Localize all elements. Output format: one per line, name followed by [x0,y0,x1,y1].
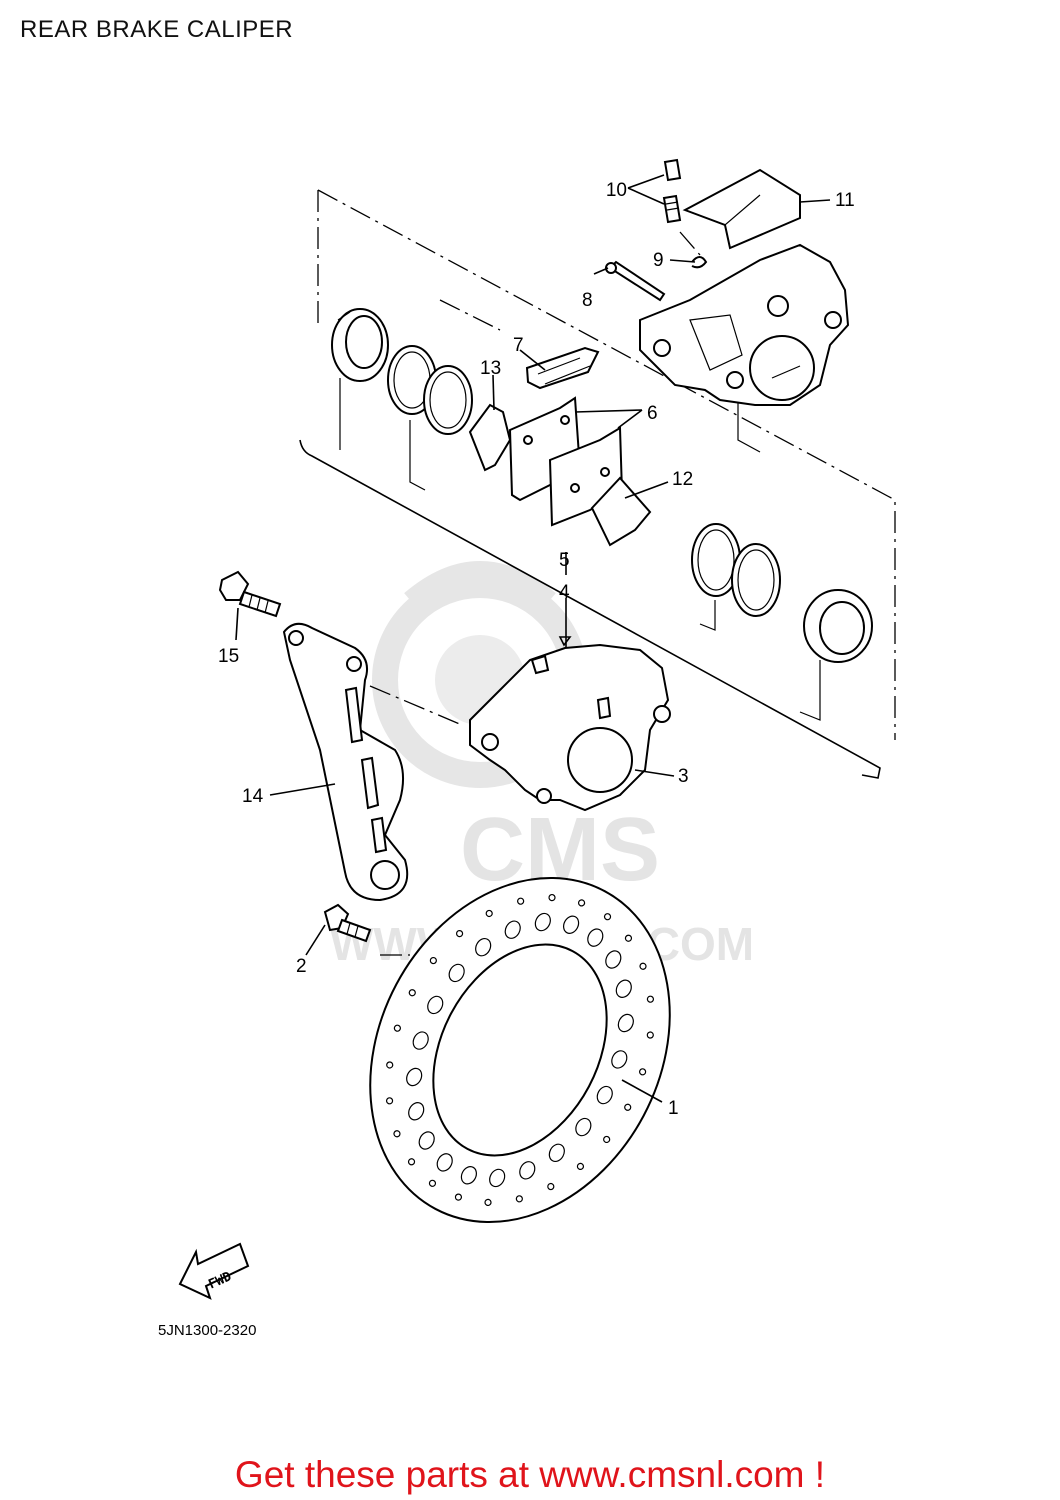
pin-clip [691,256,708,269]
disc-vent-hole [407,1158,416,1166]
disc-vent-hole [639,1068,647,1076]
part-label-7: 7 [513,335,524,356]
bleed-screw [662,158,682,224]
disc-vent-hole [454,1193,463,1201]
reference-code: 5JN1300-2320 [158,1322,257,1339]
disc-vent-hole [455,930,464,938]
disc-hole [427,995,444,1015]
disc-hole [587,928,604,947]
part-label-12: 12 [672,469,693,490]
disc-hole [504,920,521,939]
disc-hole [448,963,465,983]
disc-vent-hole [646,1031,654,1039]
part-label-5: 5 [559,550,570,571]
disc-vent-hole [639,962,647,970]
caliper-cover [682,168,801,250]
page-title: REAR BRAKE CALIPER [20,16,294,43]
piston-left [331,308,389,382]
disc-hole [519,1161,536,1180]
disc-vent-hole [624,1103,632,1111]
disc-vent-hole [393,1130,401,1138]
disc-vent-hole [484,1198,492,1207]
disc-hole [615,979,632,998]
disc-hole [436,1153,453,1172]
disc-vent-hole [515,1195,523,1203]
disc-hole [475,937,492,957]
disc-vent-hole [576,1162,585,1170]
boundary-line-top [317,189,896,740]
disc-hole [596,1085,613,1105]
disc-vent-hole [603,913,612,921]
disc-hole [412,1031,429,1050]
disc-vent-hole [485,909,493,918]
fwd-arrow-icon: FWD [178,1242,250,1300]
brake-disc [369,877,671,1223]
disc-hole [406,1067,423,1087]
caliper-assembly [469,643,671,812]
disc-vent-hole [646,995,655,1003]
pad-spring [525,346,600,390]
mounting-bolt [218,570,282,618]
disc-hole [563,915,580,934]
part-label-13: 13 [480,358,501,379]
part-label-6: 6 [647,403,658,424]
disc-hole [575,1117,592,1137]
part-label-15: 15 [218,646,239,667]
piston-right [803,589,873,663]
boundary-line-bottom [299,439,881,779]
part-label-3: 3 [678,766,689,787]
disc-hole [611,1050,628,1069]
disc-vent-hole [624,934,633,942]
disc-hole [460,1166,477,1185]
seals-left [387,345,473,435]
part-label-11: 11 [835,190,855,211]
cta-link[interactable]: Get these parts at www.cmsnl.com ! [234,1454,826,1495]
disc-vent-hole [428,1179,437,1187]
disc-bolt [323,903,372,943]
leader-lines [235,174,831,1103]
part-label-14: 14 [242,786,264,807]
disc-hole [548,1143,565,1163]
pad-pin [605,260,666,302]
caliper-bracket [282,622,409,902]
disc-vent-hole [408,989,416,997]
disc-hole [605,950,622,969]
disc-hole [408,1102,425,1121]
disc-vent-hole [517,897,525,905]
disc-hole [534,912,551,932]
part-label-2: 2 [296,956,307,977]
pad-shim-left [468,403,512,472]
disc-hole [418,1131,435,1150]
pad-shim-right [590,476,652,547]
part-label-4: 4 [559,582,570,603]
seals-right [691,523,781,617]
disc-vent-hole [577,899,586,907]
part-label-8: 8 [582,290,593,311]
part-label-10: 10 [606,180,627,201]
part-label-1: 1 [668,1098,679,1119]
disc-vent-hole [385,1097,394,1105]
disc-hole [489,1168,506,1188]
part-label-9: 9 [653,250,664,271]
disc-vent-hole [548,893,556,902]
disc-vent-hole [393,1024,401,1032]
caliper-body-upper [639,243,850,406]
disc-vent-hole [429,956,437,965]
disc-hole [617,1013,634,1033]
disc-vent-hole [386,1061,394,1069]
disc-vent-hole [603,1135,611,1144]
disc-vent-hole [547,1182,555,1191]
